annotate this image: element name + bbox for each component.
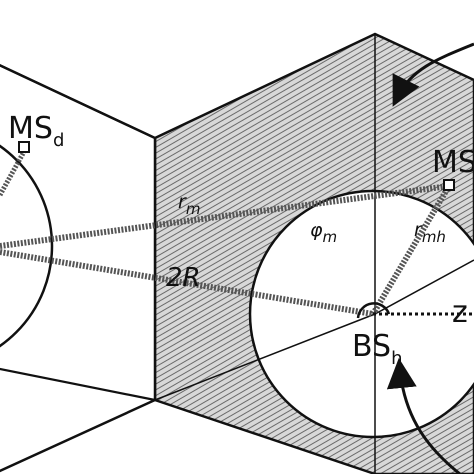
cell-edge-center-up bbox=[374, 259, 474, 315]
upper-pointer-arrow bbox=[392, 42, 474, 107]
label-ms-d: MSd bbox=[8, 111, 64, 151]
cell-edge-center-left bbox=[154, 313, 376, 401]
label-r-m: rm bbox=[178, 191, 200, 218]
ms-m-marker bbox=[443, 179, 455, 191]
distance-line-rmh bbox=[370, 184, 452, 316]
neighbor-cell-circle bbox=[0, 144, 54, 348]
lower-pointer-arrow bbox=[386, 358, 461, 474]
label-r-mh: rmh bbox=[414, 219, 446, 246]
left-ms-line bbox=[0, 146, 29, 197]
label-z: z bbox=[452, 295, 468, 330]
distance-line-rm bbox=[0, 183, 450, 249]
ms-d-marker bbox=[18, 141, 30, 153]
home-cell-inner-disk bbox=[248, 189, 474, 439]
label-ms-m: MS bbox=[432, 145, 474, 180]
label-bs-h: BSh bbox=[352, 329, 403, 369]
label-2r: 2R bbox=[166, 263, 201, 293]
label-phi-m: φm bbox=[310, 219, 337, 246]
left-cell-lower-edge bbox=[0, 367, 156, 402]
angle-arc bbox=[356, 302, 391, 319]
distance-line-to-bs bbox=[0, 249, 374, 317]
left-cell-upper-edge bbox=[0, 64, 156, 139]
